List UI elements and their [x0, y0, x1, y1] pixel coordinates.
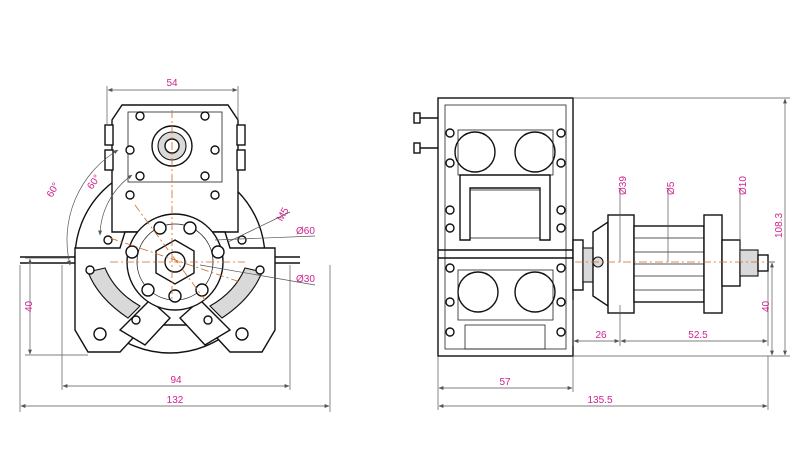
dim-132-label: 132 [167, 395, 184, 406]
dim-dia-30-label: Ø30 [296, 274, 315, 285]
dim-angle-60-outer-label: 60° [45, 181, 62, 200]
dim-dia-5-label: Ø5 [666, 181, 677, 195]
dim-40-right-label: 40 [761, 300, 772, 312]
dim-57-label: 57 [499, 377, 511, 388]
dim-m5-label: M5 [275, 206, 292, 224]
dim-26-label: 26 [595, 330, 607, 341]
dim-52-5-label: 52.5 [688, 330, 708, 341]
dim-angle-60-inner-label: 60° [85, 173, 103, 192]
front-view: 54 60° 60° M5 Ø60 Ø30 40 94 132 [19, 78, 331, 412]
dim-54-label: 54 [166, 78, 178, 89]
dim-dia-39-label: Ø39 [618, 176, 629, 195]
dim-108-3-label: 108.3 [774, 213, 785, 238]
dim-40-left-label: 40 [24, 300, 35, 312]
dim-dia-10-label: Ø10 [738, 176, 749, 195]
dim-135-5-label: 135.5 [587, 395, 612, 406]
side-view: Ø39 Ø5 Ø10 108.3 40 26 52.5 57 135.5 [413, 97, 790, 410]
dim-94-label: 94 [170, 375, 182, 386]
dim-dia-60-label: Ø60 [296, 226, 315, 237]
